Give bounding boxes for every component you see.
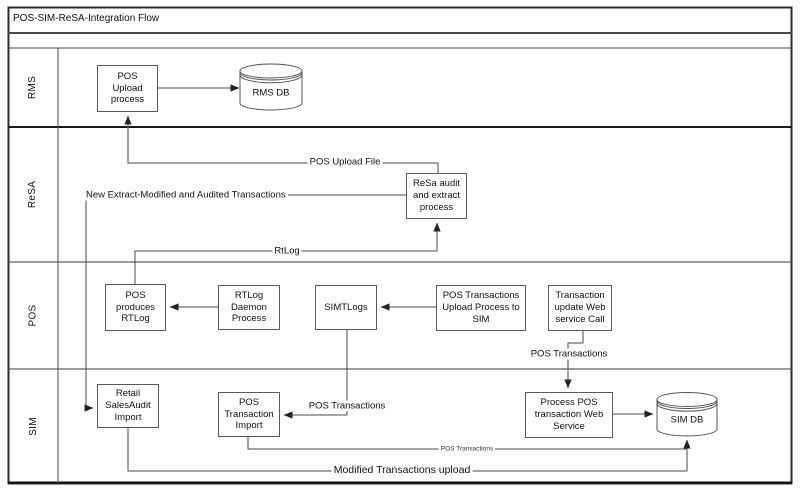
node-process-pos-ws: Process POS transaction Web Service: [525, 392, 613, 438]
edge-resaaudit-to-posupload: [124, 115, 439, 173]
label-pos-upload-file: POS Upload File: [307, 156, 383, 168]
label-new-extract: New Extract-Modified and Audited Transac…: [84, 189, 288, 201]
lane-sim: SIM: [8, 369, 58, 483]
node-pos-produces-rtlog: POS produces RTLog: [105, 284, 166, 331]
sim-db-cylinder: [656, 392, 718, 437]
sim-db-label: SIM DB: [670, 414, 704, 426]
lane-pos: POS: [8, 262, 58, 369]
edge-simtlogs-to-postransimport: [283, 330, 348, 419]
label-rtlog: RtLog: [272, 245, 302, 257]
edge-transupdate-to-processpos: [564, 331, 584, 389]
lane-rms: RMS: [8, 48, 58, 127]
node-retail-salesaudit-import: Retail SalesAudit Import: [97, 384, 159, 428]
edge-postransimport-to-simdb: [247, 437, 687, 450]
lane-rms-label: RMS: [27, 75, 39, 100]
rms-db-label: RMS DB: [252, 87, 290, 99]
diagram-title: POS-SIM-ReSA-Integration Flow: [13, 13, 160, 24]
rms-db-cylinder: [239, 63, 303, 111]
node-rtlog-daemon: RTLog Daemon Process: [218, 285, 280, 330]
node-pos-trans-upload: POS Transactions Upload Process to SIM: [436, 285, 526, 331]
node-trans-update-ws: Transaction update Web service Call: [548, 285, 612, 331]
node-simtlogs: SIMTLogs: [315, 285, 377, 330]
label-pos-transactions-import: POS Transactions: [306, 400, 388, 412]
lane-resa-label: ReSA: [27, 180, 39, 209]
label-pos-transactions-small: POS Transactions: [438, 445, 496, 453]
label-pos-transactions-ws: POS Transactions: [528, 348, 610, 360]
lane-sim-label: SIM: [27, 416, 39, 436]
lane-resa: ReSA: [8, 127, 58, 262]
node-pos-upload-process: POS Upload process: [97, 65, 158, 112]
node-pos-transaction-import: POS Transaction Import: [218, 392, 280, 437]
node-resa-audit-extract: ReSa audit and extract process: [406, 173, 467, 219]
label-modified-transactions-upload: Modified Transactions upload: [331, 464, 473, 476]
swimlane-frame: [7, 6, 793, 485]
database-shapes: [239, 63, 718, 437]
lane-pos-label: POS: [27, 304, 39, 327]
